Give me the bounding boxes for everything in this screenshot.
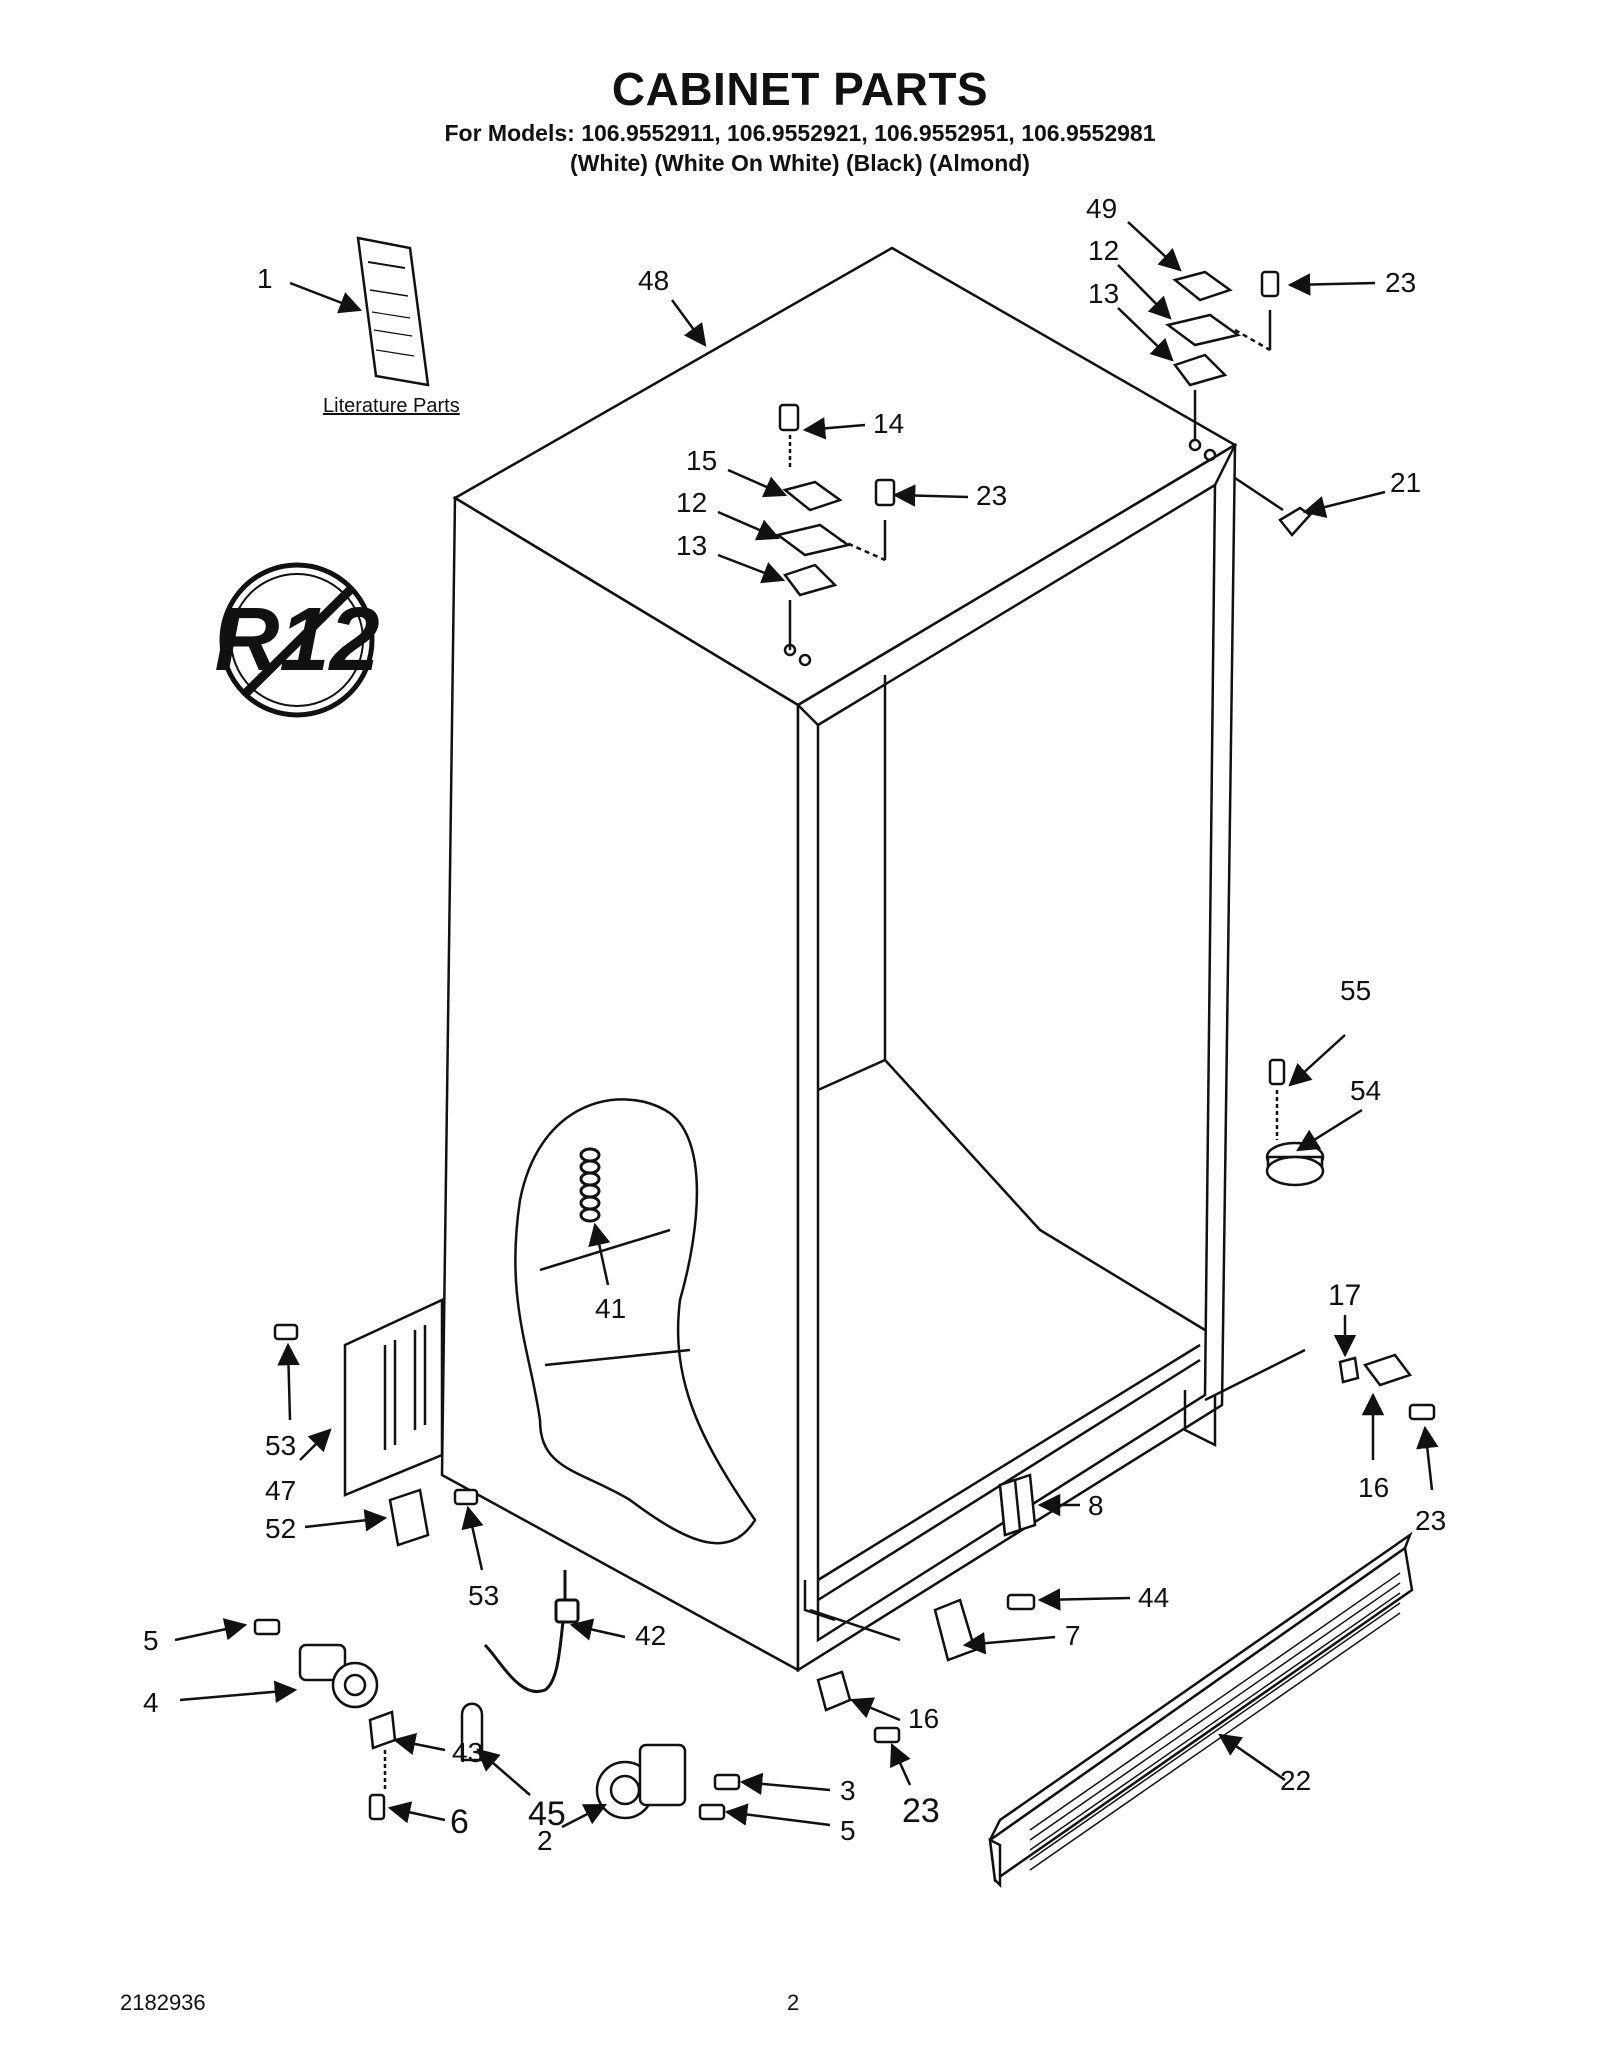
callout-2: 2: [537, 1825, 553, 1856]
callout-3: 3: [840, 1775, 856, 1806]
insulation-cutout: [514, 1098, 757, 1545]
bracket-54: [1265, 1058, 1325, 1187]
clip-21: [1234, 476, 1312, 537]
literature-booklet: [356, 236, 430, 387]
block-8: [998, 1473, 1037, 1537]
callout-23-left: 23: [976, 480, 1007, 511]
callout-arrows: [174, 221, 1439, 1829]
drain-coil-41: [579, 1147, 601, 1223]
colors-line: (White) (White On White) (Black) (Almond…: [570, 150, 1030, 176]
refrigerator-cabinet: [440, 246, 1306, 1673]
callout-6: 6: [450, 1803, 469, 1841]
callout-23-lower: 23: [902, 1792, 940, 1830]
callout-42: 42: [635, 1620, 666, 1651]
callout-41: 41: [595, 1293, 626, 1324]
callout-22: 22: [1280, 1765, 1311, 1796]
bracket-43: [368, 1710, 397, 1821]
top-hinge-assembly-right: [1165, 270, 1280, 440]
no-r12-badge: R12: [214, 562, 380, 718]
callout-45: 45: [528, 1795, 566, 1833]
callout-23-top-right: 23: [1385, 267, 1416, 298]
rear-panel-47: [273, 1298, 444, 1497]
document-number: 2182936: [120, 1990, 206, 2015]
callout-53-lower: 53: [468, 1580, 499, 1611]
models-line: For Models: 106.9552911, 106.9552921, 10…: [444, 120, 1156, 146]
callout-43: 43: [452, 1737, 483, 1768]
callout-7: 7: [1065, 1620, 1081, 1651]
callout-15: 15: [686, 445, 717, 476]
callout-47: 47: [265, 1475, 296, 1506]
toe-grille-22: [988, 1531, 1414, 1889]
bracket-52: [388, 1488, 479, 1547]
callout-52: 52: [265, 1513, 296, 1544]
callout-5-lower: 5: [840, 1815, 856, 1846]
callout-21: 21: [1390, 467, 1421, 498]
page-title: CABINET PARTS: [611, 63, 989, 115]
drain-tube-42: [483, 1570, 580, 1694]
callout-48: 48: [638, 265, 669, 296]
callout-54: 54: [1350, 1075, 1381, 1106]
bracket-7: [933, 1593, 1036, 1662]
callout-13-left: 13: [676, 530, 707, 561]
callout-labels: 1 48 49 12 13 23 14 15 12 13 23 21 55 54…: [143, 193, 1446, 1856]
callout-14: 14: [873, 408, 904, 439]
callout-44: 44: [1138, 1582, 1169, 1613]
callout-55: 55: [1340, 975, 1371, 1006]
callout-49: 49: [1086, 193, 1117, 224]
callout-8: 8: [1088, 1490, 1104, 1521]
callout-4: 4: [143, 1687, 159, 1718]
callout-12-left: 12: [676, 487, 707, 518]
callout-16-center: 16: [908, 1703, 939, 1734]
callout-23-right: 23: [1415, 1505, 1446, 1536]
callout-16-right: 16: [1358, 1472, 1389, 1503]
hinge-bottom-center: [816, 1670, 901, 1744]
hinge-bottom-right: [1338, 1353, 1436, 1421]
page-number: 2: [787, 1990, 800, 2015]
top-hinge-assembly-left: [775, 403, 896, 650]
callout-17: 17: [1328, 1279, 1361, 1312]
callout-5-left: 5: [143, 1625, 159, 1656]
roller-4: [253, 1618, 379, 1709]
callout-13-top-right: 13: [1088, 278, 1119, 309]
roller-2: [595, 1743, 741, 1821]
callout-53-left: 53: [265, 1430, 296, 1461]
literature-parts-label: Literature Parts: [323, 395, 460, 417]
callout-12-top-right: 12: [1088, 235, 1119, 266]
callout-1: 1: [257, 263, 273, 294]
